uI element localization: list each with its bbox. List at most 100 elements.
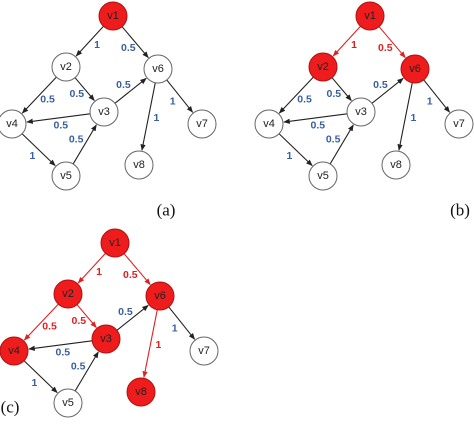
node-label-v1: v1 <box>109 237 121 249</box>
node-circle-v5 <box>308 161 338 191</box>
node-v8: v8 <box>124 150 154 180</box>
edge-weight-v4-v5: 1 <box>29 150 35 162</box>
node-label-v1: v1 <box>364 10 376 22</box>
node-circle-v5 <box>53 388 83 418</box>
edge-weight-v6-v8: 1 <box>156 339 162 351</box>
edge-v2-v3 <box>74 77 95 102</box>
node-label-v5: v5 <box>60 170 72 182</box>
node-label-v2: v2 <box>62 288 74 300</box>
node-circle-v4 <box>254 109 284 139</box>
edge-v1-v6 <box>123 253 151 286</box>
node-v6: v6 <box>145 281 175 311</box>
node-v1: v1 <box>100 228 130 258</box>
edge-weight-v1-v6: 0.5 <box>378 42 393 54</box>
node-label-v4: v4 <box>263 118 275 130</box>
node-label-v3: v3 <box>100 333 112 345</box>
node-v5: v5 <box>53 388 83 418</box>
edge-weight-v3-v6: 0.5 <box>116 79 131 91</box>
panel-caption-a: (a) <box>157 201 176 220</box>
edge-weight-v3-v4: 0.5 <box>53 120 68 132</box>
node-v7: v7 <box>187 109 217 139</box>
node-v2: v2 <box>308 52 338 82</box>
node-v7: v7 <box>189 336 219 366</box>
node-label-v5: v5 <box>62 397 74 409</box>
node-v8: v8 <box>381 150 411 180</box>
edge-v5-v3 <box>74 351 99 392</box>
node-circle-v1 <box>355 1 385 31</box>
node-label-v2: v2 <box>317 61 329 73</box>
node-circle-v4 <box>0 336 29 366</box>
node-v8: v8 <box>126 377 156 407</box>
edge-v1-v6 <box>121 26 149 59</box>
node-label-v4: v4 <box>6 118 18 130</box>
node-label-v6: v6 <box>154 290 166 302</box>
node-label-v7: v7 <box>196 118 208 130</box>
node-v5: v5 <box>308 161 338 191</box>
edge-v3-v4 <box>28 340 93 351</box>
edge-weight-v2-v4: 0.5 <box>40 94 55 106</box>
edge-weight-v6-v8: 1 <box>411 112 417 124</box>
edge-v4-v5 <box>21 133 56 167</box>
edge-v6-v8 <box>142 309 158 378</box>
node-circle-v6 <box>143 54 173 84</box>
node-v5: v5 <box>51 161 81 191</box>
edge-v2-v3 <box>331 77 352 102</box>
node-circle-v6 <box>400 54 430 84</box>
edge-weight-v3-v4: 0.5 <box>310 120 325 132</box>
node-label-v1: v1 <box>107 10 119 22</box>
node-v4: v4 <box>254 109 284 139</box>
node-v1: v1 <box>98 1 128 31</box>
edge-v3-v6 <box>114 77 147 104</box>
node-label-v3: v3 <box>355 106 367 118</box>
edge-weight-v3-v6: 0.5 <box>118 306 133 318</box>
node-label-v6: v6 <box>152 63 164 75</box>
node-circle-v2 <box>53 279 83 309</box>
edge-weight-v2-v4: 0.5 <box>297 94 312 106</box>
edge-v2-v4 <box>23 303 59 341</box>
edge-v1-v2 <box>75 25 104 57</box>
node-circle-v3 <box>346 97 376 127</box>
edge-v2-v4 <box>278 76 314 114</box>
edge-weight-v6-v7: 1 <box>427 96 433 108</box>
edge-v3-v4 <box>283 113 348 124</box>
edge-weight-v6-v7: 1 <box>172 323 178 335</box>
node-circle-v8 <box>126 377 156 407</box>
edge-weight-v3-v4: 0.5 <box>55 347 70 359</box>
node-circle-v2 <box>51 52 81 82</box>
node-label-v7: v7 <box>198 345 210 357</box>
node-v7: v7 <box>444 109 474 139</box>
node-label-v4: v4 <box>8 345 20 357</box>
node-circle-v7 <box>189 336 219 366</box>
node-label-v7: v7 <box>453 118 465 130</box>
edge-v4-v5 <box>278 133 313 167</box>
edge-weight-v3-v6: 0.5 <box>373 79 388 91</box>
node-label-v5: v5 <box>317 170 329 182</box>
edge-v3-v6 <box>116 304 149 331</box>
node-v3: v3 <box>346 97 376 127</box>
node-circle-v4 <box>0 109 27 139</box>
node-label-v6: v6 <box>409 63 421 75</box>
edge-weight-v6-v8: 1 <box>154 112 160 124</box>
edge-v3-v4 <box>26 113 91 124</box>
edge-weight-v5-v3: 0.5 <box>69 133 84 145</box>
edge-v5-v3 <box>72 124 97 165</box>
edge-v3-v6 <box>371 77 404 104</box>
node-label-v2: v2 <box>60 61 72 73</box>
node-v2: v2 <box>51 52 81 82</box>
node-circle-v1 <box>98 1 128 31</box>
node-circle-v6 <box>145 281 175 311</box>
edge-weight-v2-v4: 0.5 <box>42 321 57 333</box>
node-v1: v1 <box>355 1 385 31</box>
edge-weight-v2-v3: 0.5 <box>327 88 342 100</box>
node-circle-v1 <box>100 228 130 258</box>
edge-weight-v1-v6: 0.5 <box>121 42 136 54</box>
edge-v2-v4 <box>21 76 57 114</box>
edge-v2-v3 <box>76 304 97 329</box>
node-v3: v3 <box>91 324 121 354</box>
node-v3: v3 <box>89 97 119 127</box>
edge-v6-v7 <box>166 79 194 113</box>
panel-caption-b: (b) <box>450 201 470 220</box>
